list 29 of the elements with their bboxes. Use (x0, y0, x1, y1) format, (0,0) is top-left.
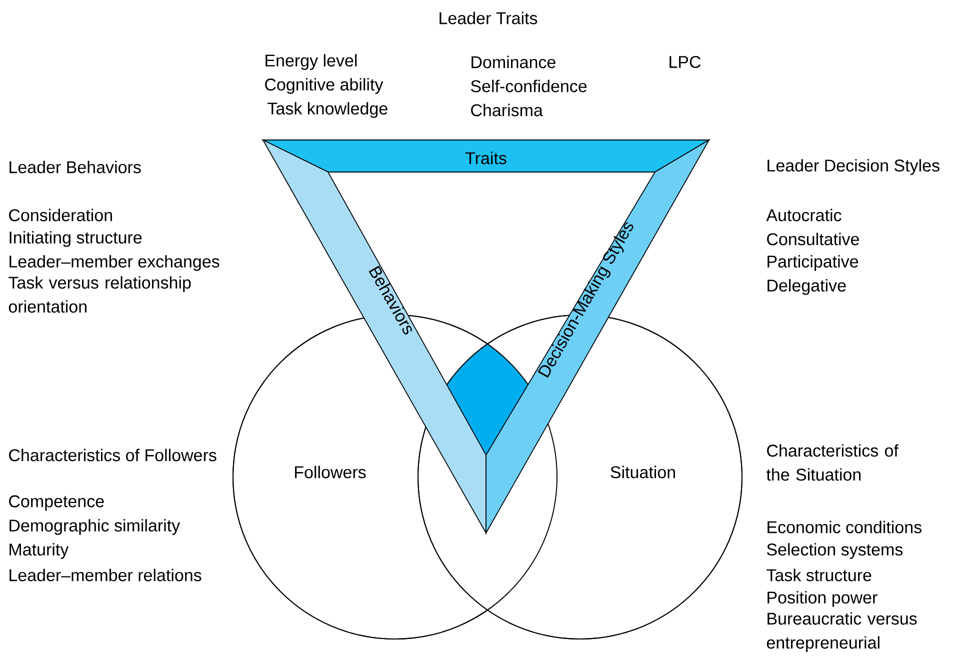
list-item: Bureaucratic versus entrepreneurial (766, 612, 917, 652)
list-item: Task knowledge (268, 102, 388, 118)
list-item: LPC (670, 56, 701, 68)
list-item: Delegative (768, 279, 846, 295)
list-item: Energy level (266, 54, 357, 70)
list-heading: Leader Decision Styles (768, 159, 940, 175)
list-item: Self-confidence (470, 80, 587, 92)
list-heading: Leader Traits (440, 12, 538, 24)
list-item: Position power (768, 591, 878, 607)
list-heading: Leader Behaviors (10, 160, 141, 174)
list-item: Autocratic (766, 208, 842, 222)
list-item: Economic conditions (768, 520, 922, 534)
list-item: Cognitive ability (265, 78, 384, 94)
list-item: Consideration (9, 208, 112, 222)
list-item: Leader–member exchanges (10, 255, 220, 271)
list-item: Dominance (472, 56, 556, 68)
list-item: Competence (9, 495, 104, 511)
list-item: Demographic similarity (10, 519, 180, 535)
list-item: Charisma (471, 104, 543, 116)
list-item: Leader–member relations (10, 568, 202, 582)
list-item: Maturity (10, 543, 69, 559)
list-item: Participative (768, 255, 858, 271)
list-heading: Characteristics of the Situation (766, 444, 898, 481)
list-item: Initiating structure (10, 231, 142, 247)
list-item: Selection systems (766, 543, 903, 559)
list-item: Consultative (767, 232, 859, 246)
list-item: Task versus relationship orientation (8, 276, 191, 313)
list-heading: Characteristics of Followers (9, 448, 216, 462)
list-item: Task structure (766, 568, 872, 582)
